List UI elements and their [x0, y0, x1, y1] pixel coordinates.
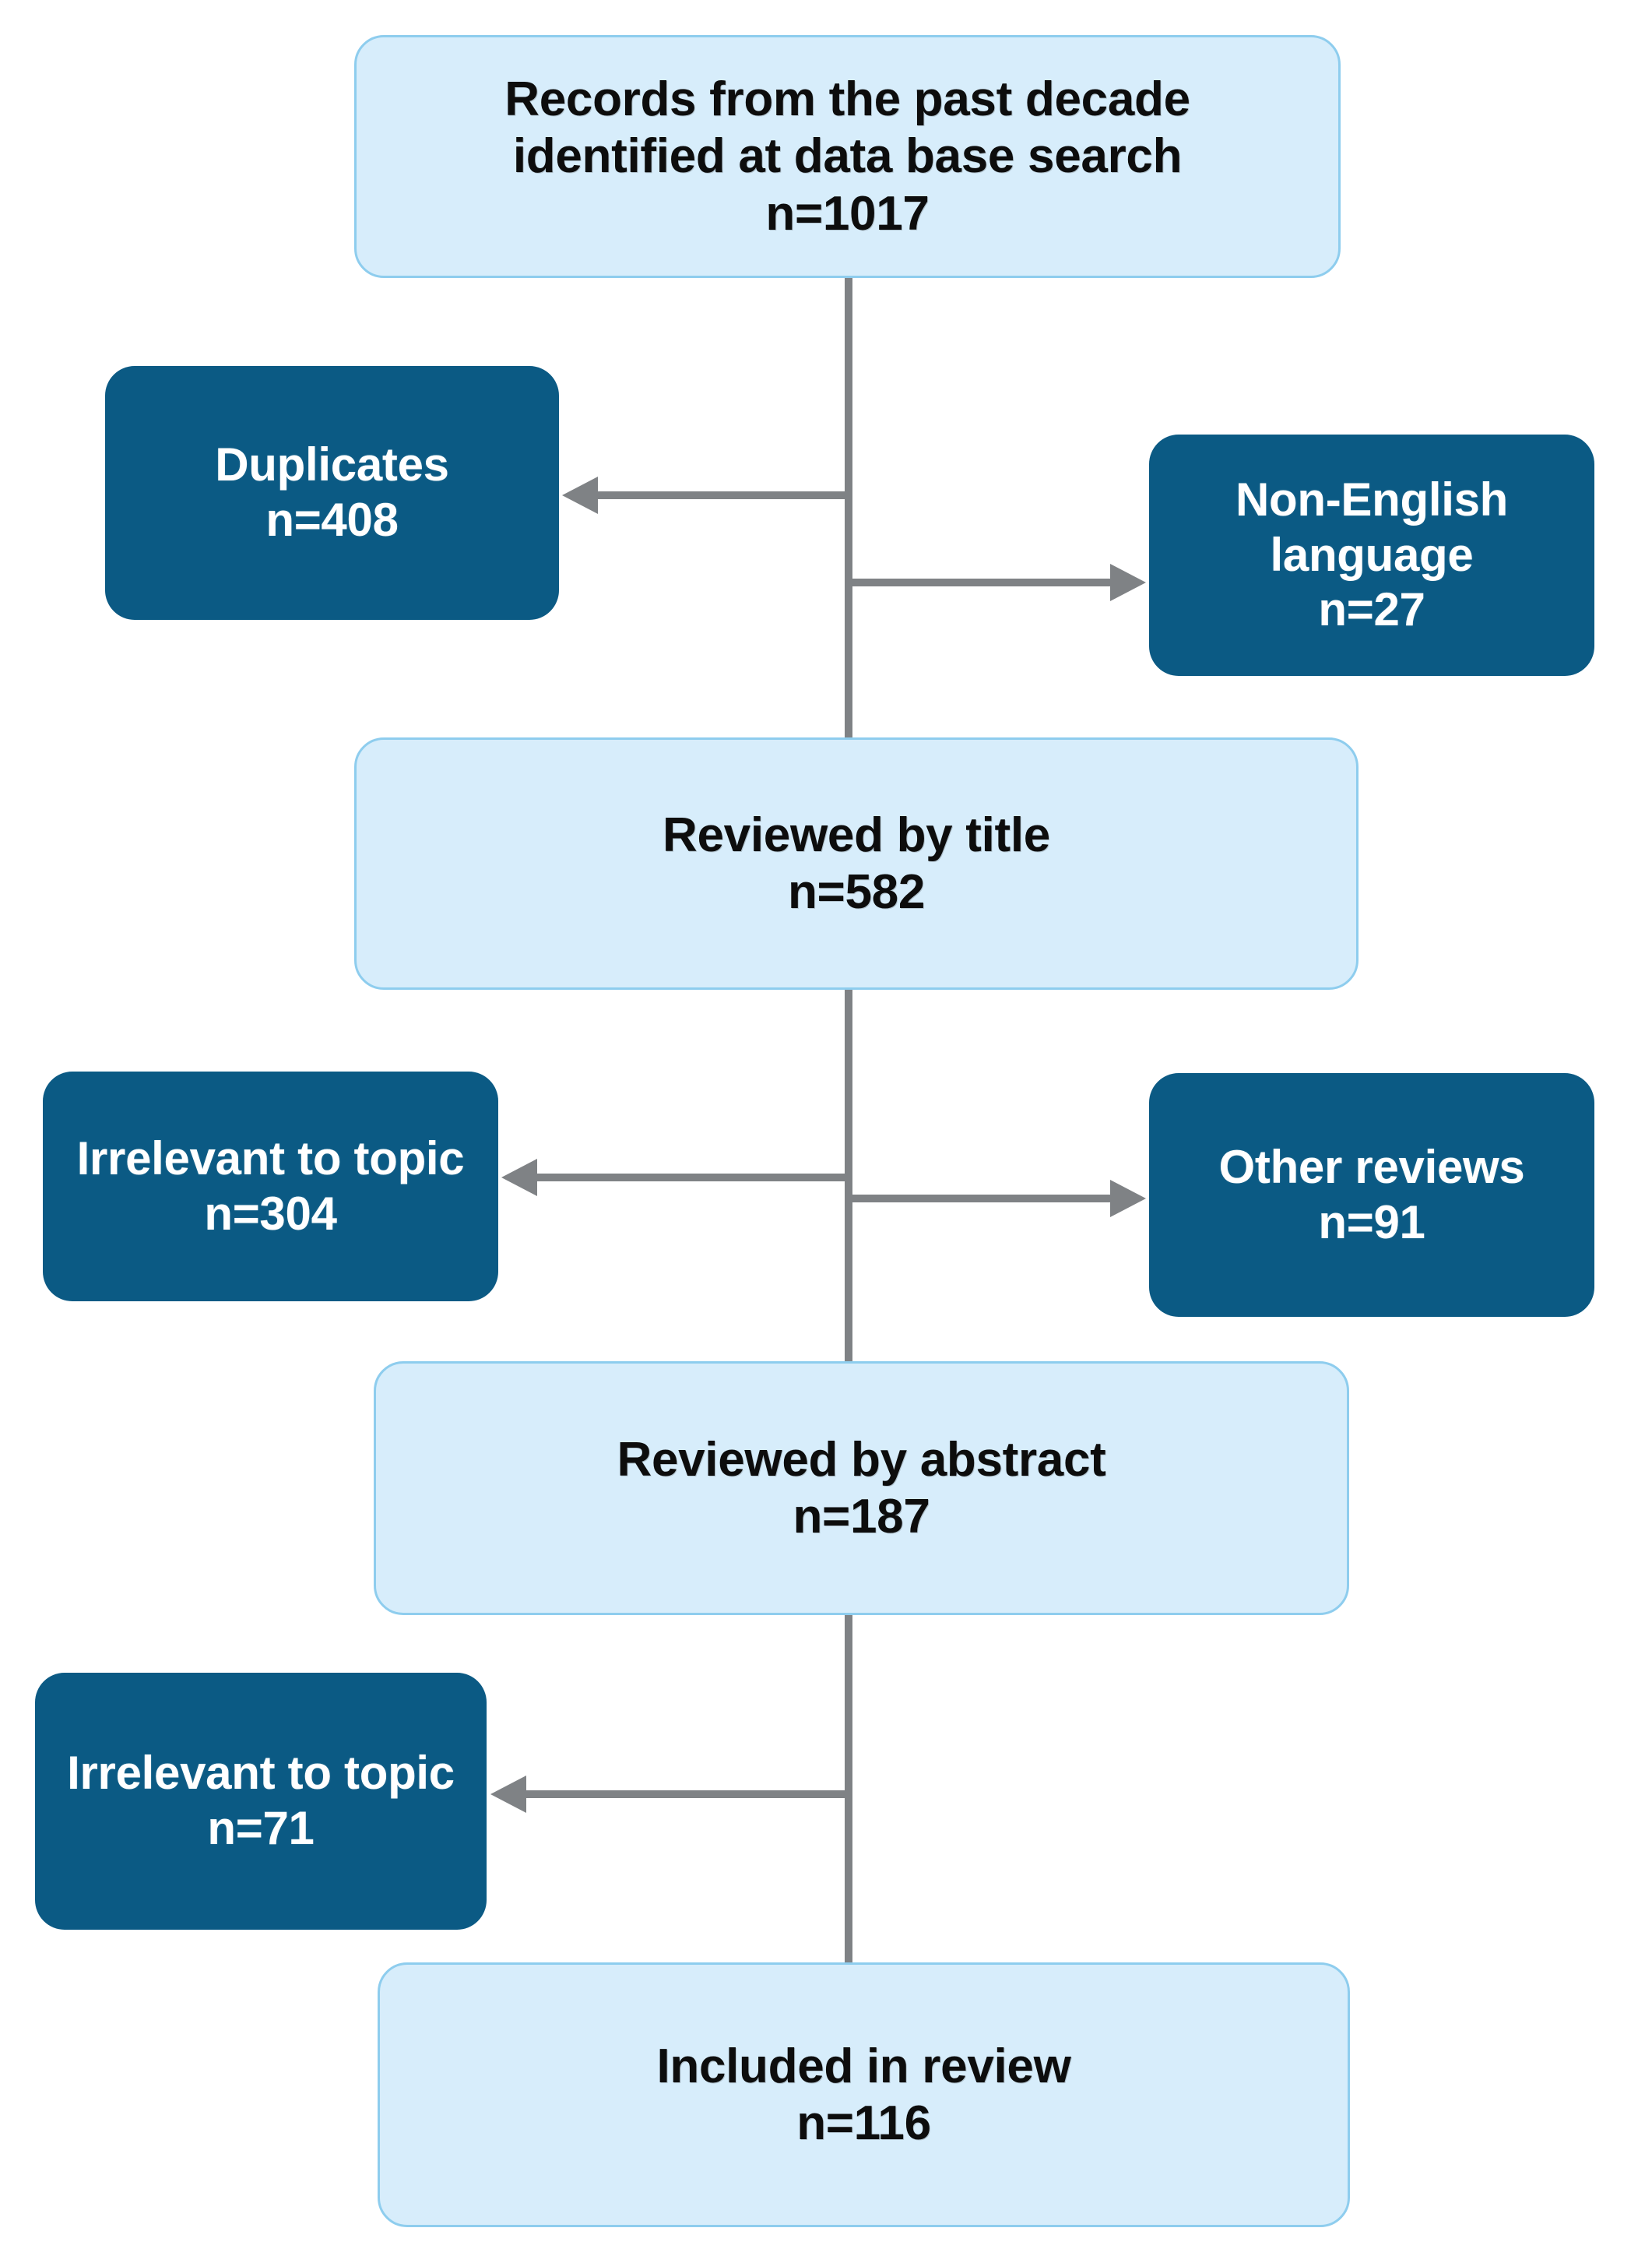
node-reviewed-by-abstract-label: Reviewed by abstract n=187 — [617, 1432, 1106, 1543]
node-reviewed-by-title[interactable]: Reviewed by title n=582 — [354, 737, 1359, 990]
arrowhead-left-irrelevant-title — [501, 1159, 537, 1196]
node-reviewed-by-title-label: Reviewed by title n=582 — [663, 808, 1050, 919]
arrowhead-left-duplicates — [562, 477, 598, 514]
node-records-identified[interactable]: Records from the past decade identified … — [354, 35, 1341, 278]
node-included-in-review[interactable]: Included in review n=116 — [378, 1962, 1350, 2227]
arrowhead-right-other-reviews — [1110, 1180, 1146, 1217]
node-irrelevant-to-topic-abstract[interactable]: Irrelevant to topic n=71 — [35, 1673, 487, 1930]
node-records-identified-label: Records from the past decade identified … — [504, 72, 1190, 241]
arrowhead-right-non-english — [1110, 564, 1146, 601]
node-duplicates[interactable]: Duplicates n=408 — [105, 366, 559, 620]
node-duplicates-label: Duplicates n=408 — [215, 438, 449, 546]
arrowhead-left-irrelevant-abstract — [490, 1776, 526, 1813]
node-included-in-review-label: Included in review n=116 — [656, 2039, 1071, 2150]
node-irrelevant-to-topic-abstract-label: Irrelevant to topic n=71 — [67, 1747, 455, 1854]
node-irrelevant-to-topic-title-label: Irrelevant to topic n=304 — [76, 1132, 465, 1240]
node-other-reviews-label: Other reviews n=91 — [1218, 1140, 1525, 1248]
node-non-english-language[interactable]: Non-English language n=27 — [1149, 435, 1594, 676]
node-non-english-language-label: Non-English language n=27 — [1235, 473, 1508, 636]
node-irrelevant-to-topic-title[interactable]: Irrelevant to topic n=304 — [43, 1072, 498, 1301]
node-reviewed-by-abstract[interactable]: Reviewed by abstract n=187 — [374, 1361, 1349, 1615]
node-other-reviews[interactable]: Other reviews n=91 — [1149, 1073, 1594, 1317]
